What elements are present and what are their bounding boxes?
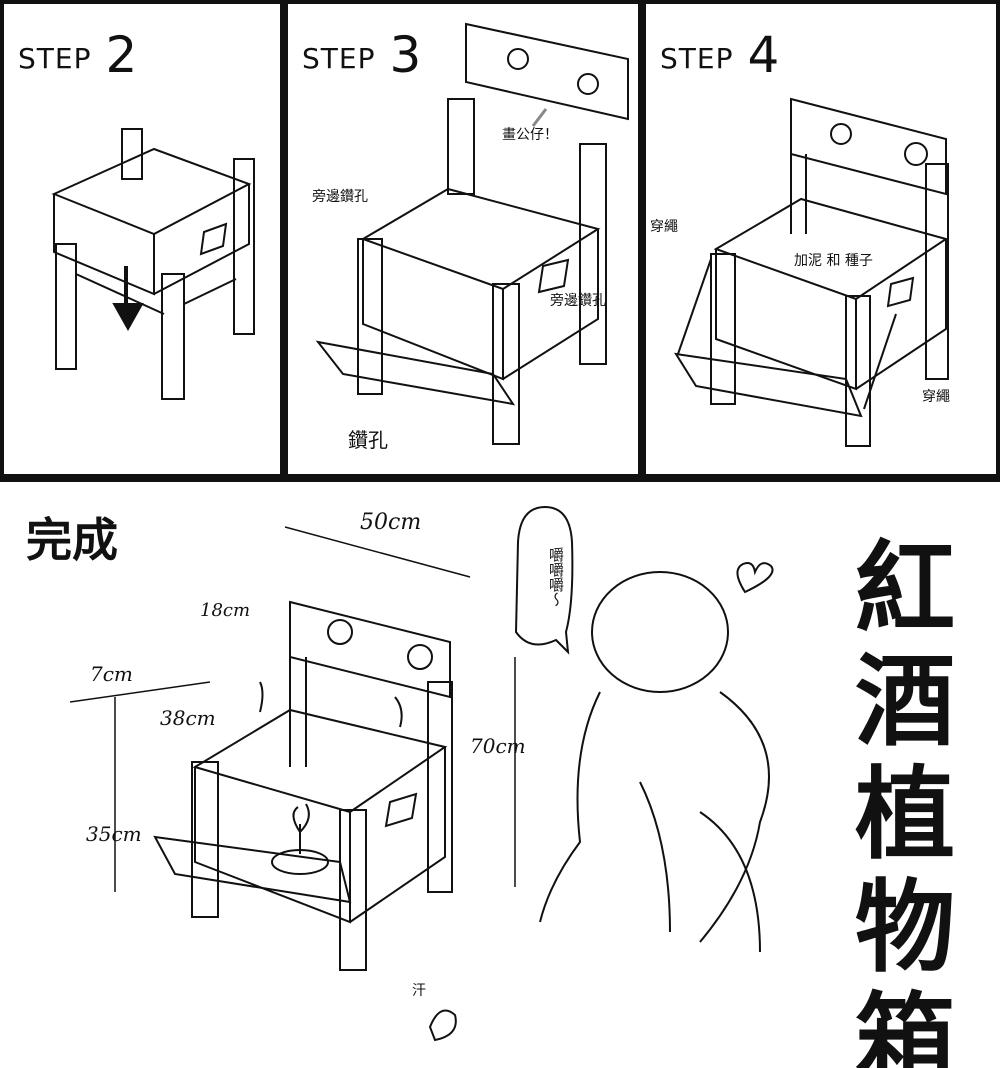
box-frame-drawing bbox=[51, 128, 255, 400]
dim-height: 70cm bbox=[470, 734, 526, 758]
dim-seat: 35cm bbox=[86, 822, 142, 846]
dim-top: 18cm bbox=[200, 600, 251, 621]
label-cartoon: 畫公仔！ bbox=[502, 127, 558, 143]
dim-left: 7cm bbox=[90, 662, 133, 686]
title-char: 箱 bbox=[855, 982, 955, 1068]
title-vertical: 紅 酒 植 物 箱 bbox=[850, 532, 960, 1068]
dim-width: 50cm bbox=[360, 510, 422, 535]
title-char: 酒 bbox=[855, 643, 955, 760]
label-rope-right: 穿繩 bbox=[922, 389, 950, 405]
speech-bubble-text: 嚼嚼嚼～ bbox=[547, 547, 565, 607]
label-side-drill-top: 旁邊鑽孔 bbox=[312, 189, 368, 205]
dim-depth: 38cm bbox=[160, 706, 216, 730]
label-soil-seeds: 加泥 和 種子 bbox=[794, 253, 873, 269]
box-with-rope-drawing bbox=[674, 97, 949, 447]
finished-planter-scene bbox=[69, 505, 774, 1042]
label-side-drill-right: 旁邊鑽孔 bbox=[550, 293, 606, 309]
box-with-shelf-drawing bbox=[315, 22, 629, 445]
label-drill: 鑽孔 bbox=[348, 428, 388, 452]
title-char: 紅 bbox=[855, 530, 955, 647]
done-label: 完成 bbox=[26, 513, 118, 567]
final-panel: 完成 50cm 18cm 7cm 38cm 70cm 35c bbox=[0, 478, 1000, 1068]
sweat-label: 汗 bbox=[412, 983, 426, 999]
label-rope-left: 穿繩 bbox=[650, 219, 678, 235]
title-char: 物 bbox=[855, 869, 955, 986]
title-char: 植 bbox=[855, 756, 955, 873]
